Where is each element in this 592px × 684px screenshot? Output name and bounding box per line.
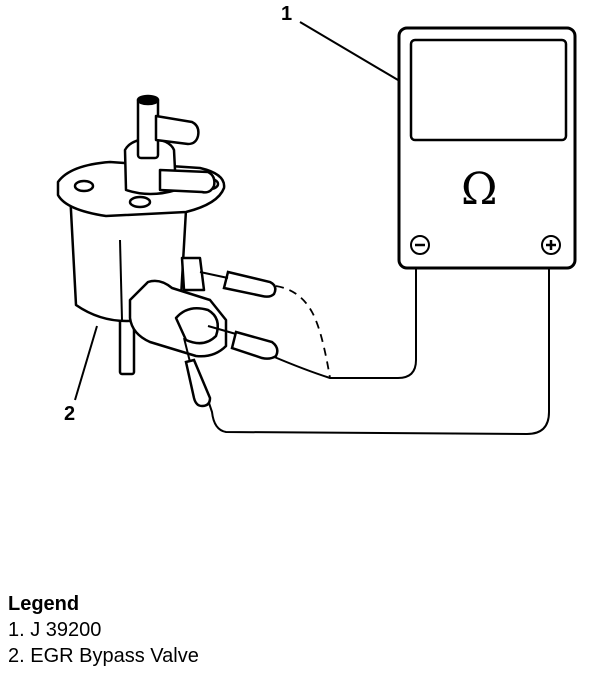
leader-line-2 xyxy=(74,325,98,401)
probe-upper xyxy=(222,270,277,298)
meter-display xyxy=(409,38,568,142)
callout-number-1: 1 xyxy=(281,3,293,25)
legend: Legend 1. J 39200 2. EGR Bypass Valve xyxy=(8,591,199,669)
callout-number-2: 2 xyxy=(64,403,76,425)
multimeter xyxy=(397,26,577,270)
negative-test-lead xyxy=(271,268,417,379)
dashed-test-lead xyxy=(275,285,331,379)
probe-middle xyxy=(230,330,279,360)
probe-tips xyxy=(183,270,279,408)
legend-title: Legend xyxy=(8,593,80,615)
diagram-drawing xyxy=(56,21,577,436)
legend-item-2: 2. EGR Bypass Valve xyxy=(8,645,199,667)
leader-line-1 xyxy=(299,21,399,81)
probe-lower xyxy=(184,358,212,408)
positive-test-lead xyxy=(207,268,550,436)
legend-item-1: 1. J 39200 xyxy=(8,619,102,641)
egr-bypass-valve xyxy=(56,94,228,376)
ohm-symbol-icon: Ω xyxy=(461,164,498,215)
